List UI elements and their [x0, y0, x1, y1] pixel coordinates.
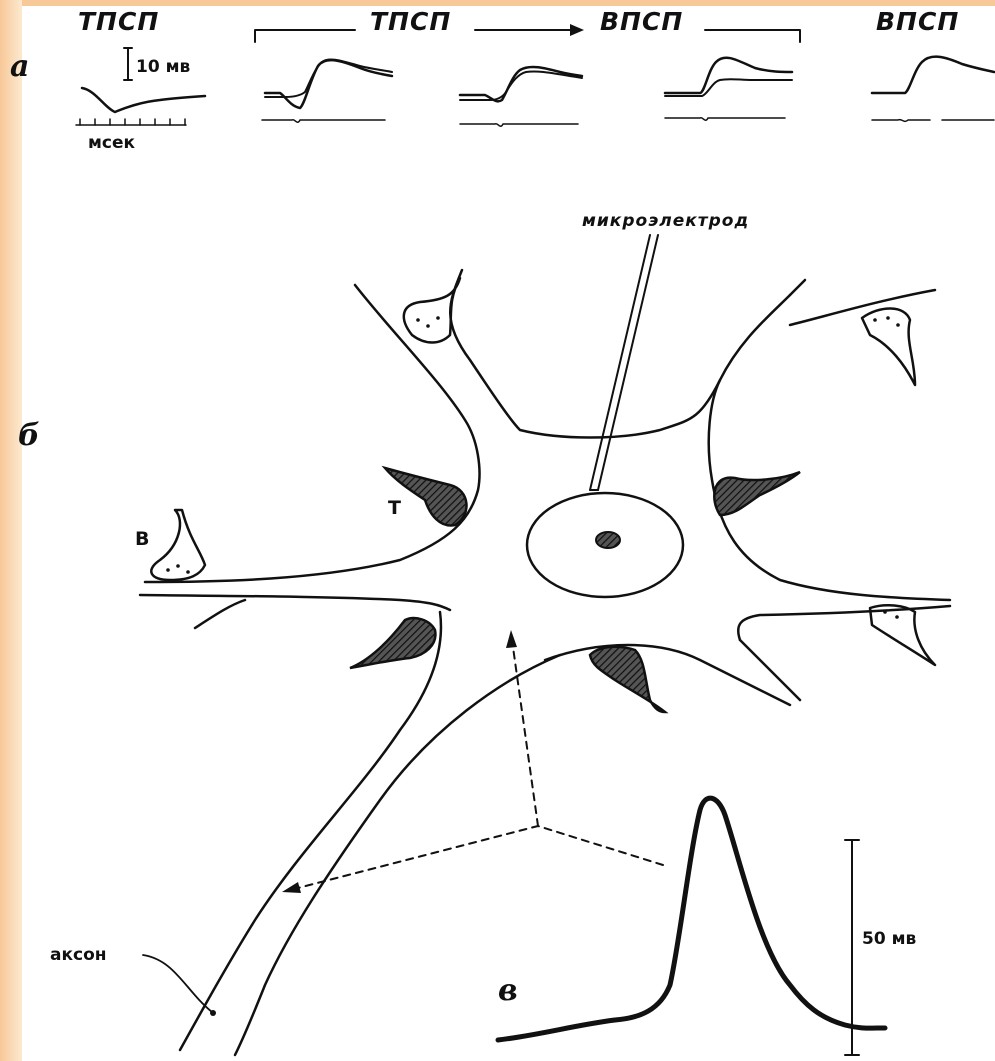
axon-leader-dot	[210, 1010, 216, 1016]
action-potential-trace	[498, 798, 885, 1040]
neuron-body	[140, 270, 950, 1055]
inhibitory-synapse-lower-left	[350, 618, 435, 668]
time-scale	[76, 119, 186, 125]
panel-b-letter: б	[18, 418, 40, 453]
microelectrode-label: микроэлектрод	[582, 211, 749, 231]
bracket-left	[255, 30, 355, 42]
panel-c-letter: в	[498, 973, 518, 1008]
inhibitory-synapse-right	[714, 472, 800, 515]
trace-group-3	[460, 67, 582, 126]
excitatory-synapse-top-right	[862, 308, 915, 385]
trace-group-2	[262, 59, 392, 122]
scale-label-50mv: 50 мв	[862, 929, 916, 949]
scale-bar-10mv	[124, 48, 132, 80]
header-ipsp-left: ТПСП	[78, 7, 159, 36]
header-ipsp-mid: ТПСП	[370, 7, 451, 36]
excitatory-synapse-right	[870, 605, 935, 665]
nucleus	[527, 493, 683, 597]
transition-arrow	[475, 24, 584, 36]
bracket-right	[705, 30, 800, 42]
excitatory-synapse-label: В	[135, 528, 149, 550]
scale-label-10mv: 10 мв	[136, 57, 190, 77]
axon-leader-line	[143, 955, 212, 1012]
excitatory-synapse-left	[151, 510, 205, 580]
excitatory-synapse-top	[404, 278, 460, 343]
inhibitory-synapse-label: Т	[388, 497, 401, 519]
inhibitory-synapse-lower-center	[590, 647, 665, 712]
trace-group-5	[872, 57, 994, 122]
header-epsp-mid: ВПСП	[600, 7, 683, 36]
microelectrode	[590, 235, 658, 490]
panel-c: в 50 мв	[498, 798, 916, 1055]
scale-bar-50mv	[845, 840, 859, 1055]
panel-a-letter: а	[10, 49, 29, 84]
panel-b: б микроэлектрод	[18, 211, 950, 1055]
axon-label: аксон	[50, 945, 107, 965]
trace-group-4	[665, 58, 792, 121]
time-label: мсек	[88, 133, 136, 153]
header-epsp-right: ВПСП	[876, 7, 959, 36]
trace-ipsp-1	[82, 88, 205, 112]
panel-a: а ТПСП ТПСП ВПСП ВПСП 10 мв	[10, 7, 994, 153]
